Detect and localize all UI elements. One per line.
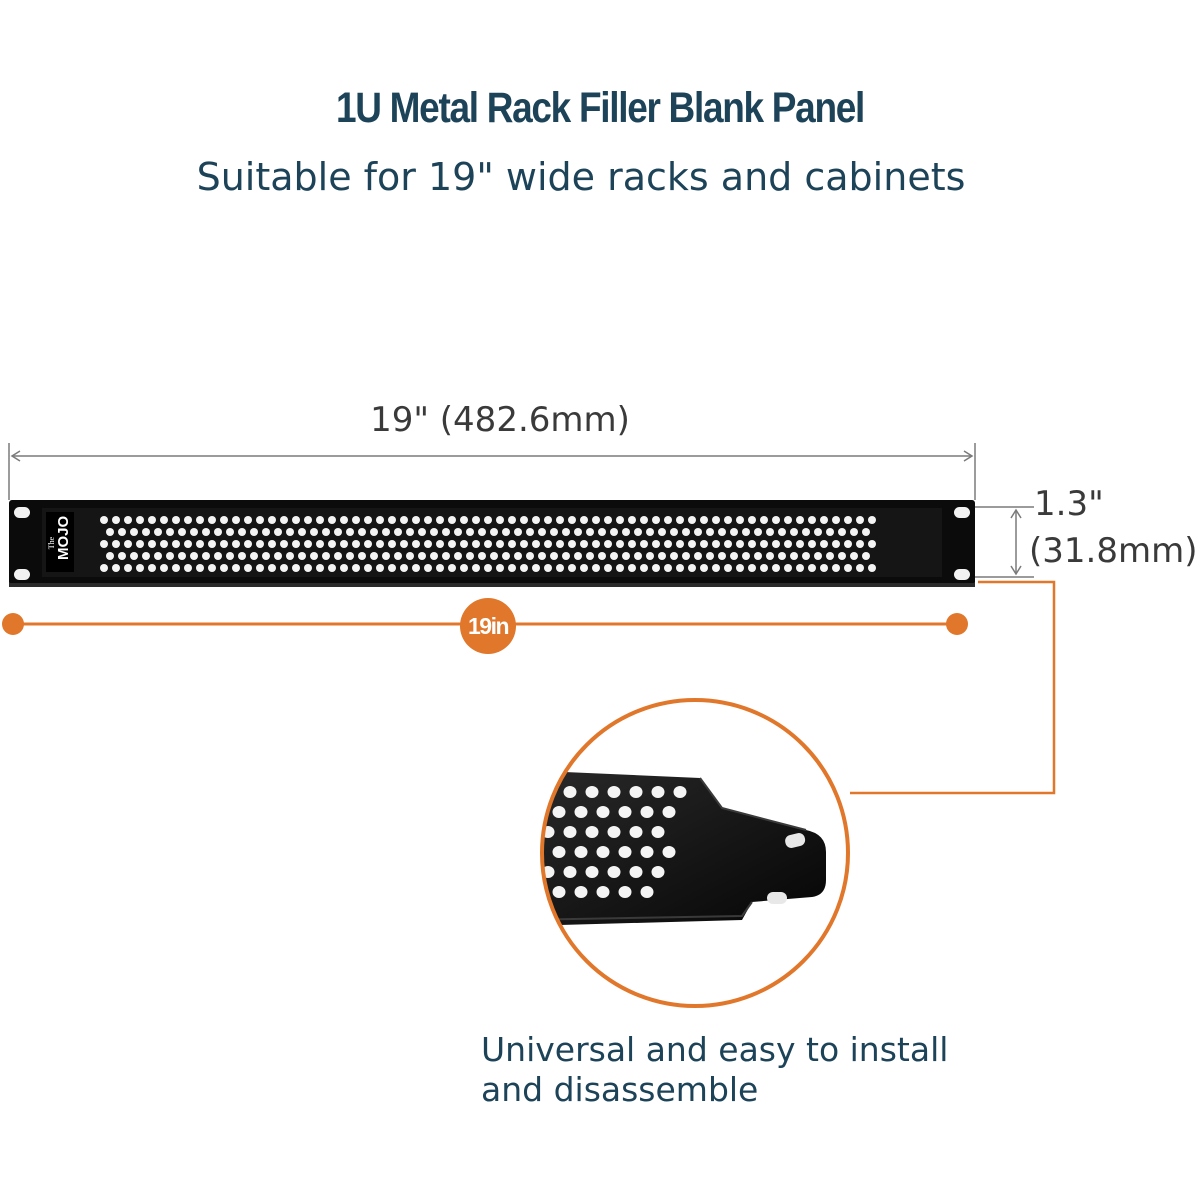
brand-name: MOJO [55, 515, 72, 560]
mounting-hole [14, 569, 30, 580]
page-title: 1U Metal Rack Filler Blank Panel [335, 84, 865, 132]
callout-connector [850, 580, 1056, 795]
size-badge: 19in [460, 598, 516, 654]
mounting-hole [954, 507, 970, 518]
zoom-detail [540, 698, 850, 1008]
height-dimension-line [975, 506, 1034, 578]
height-label-inch: 1.3" [1034, 484, 1104, 524]
detail-caption: Universal and easy to install and disass… [481, 1030, 949, 1109]
width-dimension-line [8, 443, 976, 500]
vent-holes [100, 516, 876, 572]
height-label-mm: (31.8mm) [1029, 531, 1198, 571]
mounting-hole [954, 569, 970, 580]
mounting-hole [14, 507, 30, 518]
page-subtitle: Suitable for 19" wide racks and cabinets [196, 155, 966, 199]
rack-panel [9, 500, 975, 587]
width-label: 19" (482.6mm) [370, 400, 630, 440]
brand-logo: The MOJO [47, 515, 74, 560]
